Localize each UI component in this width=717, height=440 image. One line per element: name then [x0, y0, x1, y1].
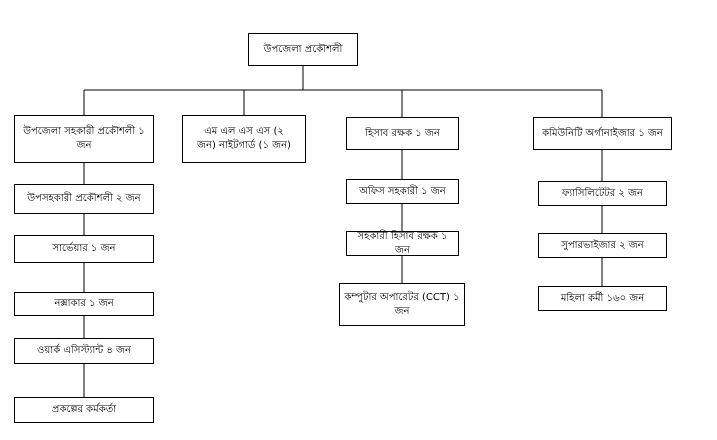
col3-box-4: কম্পুটার অপারেটর (CCT) ১ জন [339, 283, 465, 326]
col3-box-1: হিসাব রক্ষক ১ জন [346, 117, 459, 150]
root-box: উপজেলা প্রকৌশলী [248, 33, 358, 66]
col4-box-2: ফ্যাসিলিটেটর ২ জন [538, 181, 667, 206]
col4-box-4: মহিলা কর্মী ১৬০ জন [538, 286, 667, 311]
col1-box-1: উপজেলা সহকারী প্রকৌশলী ১ জন [14, 115, 154, 163]
col4-box-3: সুপারভাইজার ২ জন [538, 233, 667, 258]
col3-box-2: অফিস সহকারী ১ জন [346, 179, 459, 204]
col3-box-3: সহকারী হিসাব রক্ষক ১ জন [346, 231, 459, 256]
col1-box-3: সার্ভেয়ার ১ জন [14, 235, 154, 263]
col1-box-4: নক্সাকার ১ জন [14, 292, 154, 316]
col4-box-1: কমিউনিটি অর্গানাইজার ১ জন [533, 117, 672, 150]
col1-box-6: প্রকল্পের কর্মকর্তা [14, 397, 154, 423]
col1-box-2: উপসহকারী প্রকৌশলী ২ জন [14, 184, 154, 214]
col1-box-5: ওয়ার্ক এসিস্ট্যান্ট ৪ জন [14, 338, 154, 364]
col2-box-1: এম এল এস এস (২ জন) নাইটগার্ড (১ জন) [182, 115, 306, 163]
